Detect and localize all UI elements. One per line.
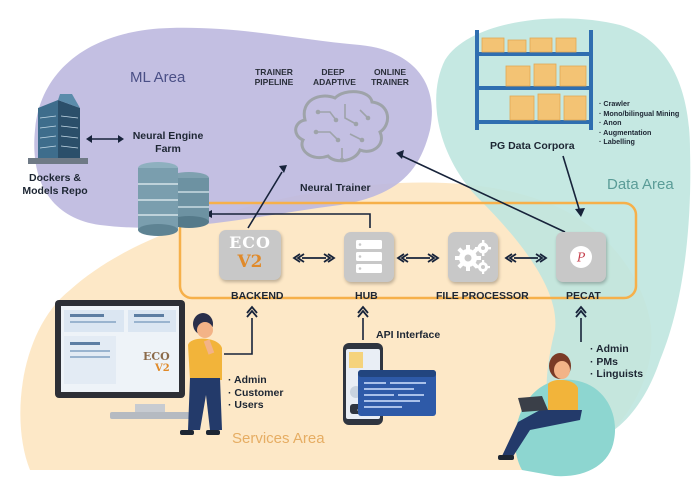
data-users-list: Admin PMs Linguists bbox=[590, 343, 643, 381]
data-area-title: Data Area bbox=[607, 176, 674, 193]
arrow-backend-trainer bbox=[247, 171, 283, 229]
arrow-user-backend bbox=[224, 318, 253, 355]
hub-node[interactable] bbox=[344, 232, 394, 282]
arrow-hub-farm bbox=[212, 213, 371, 228]
svg-text:P: P bbox=[576, 251, 586, 265]
pecat-node[interactable]: P bbox=[556, 232, 606, 282]
data-user-item: Admin bbox=[590, 343, 643, 356]
data-user-item: Linguists bbox=[590, 368, 643, 381]
eco-logo-line1: ECO bbox=[229, 233, 271, 252]
neural-trainer-label: Neural Trainer bbox=[300, 182, 371, 194]
data-tasks-list: Crawler Mono/bilingual Mining Anon Augme… bbox=[599, 99, 679, 147]
data-task-item: Anon bbox=[599, 118, 679, 128]
tag-trainer-pipeline: TRAINER PIPELINE bbox=[254, 67, 294, 87]
server-rack-icon bbox=[356, 240, 382, 273]
data-user-item: PMs bbox=[590, 356, 643, 369]
file-processor-label: FILE PROCESSOR bbox=[436, 290, 529, 302]
service-user-item: Customer bbox=[228, 387, 283, 400]
arrow-corpora-pecat bbox=[562, 155, 581, 213]
pipeline-border bbox=[178, 201, 638, 300]
ml-area-region bbox=[34, 27, 432, 228]
service-user-item: Admin bbox=[228, 374, 283, 387]
pecat-logo-icon: P bbox=[570, 246, 592, 268]
pecat-label: PECAT bbox=[566, 290, 601, 302]
data-task-item: Crawler bbox=[599, 99, 679, 109]
eco-logo-line2: V2 bbox=[237, 252, 263, 272]
api-interface-label: API Interface bbox=[376, 329, 441, 341]
backend-node[interactable]: ECO V2 bbox=[219, 230, 281, 280]
backend-label: BACKEND bbox=[231, 290, 284, 302]
service-users-list: Admin Customer Users bbox=[228, 374, 283, 412]
arrow-pecat-trainer bbox=[399, 154, 566, 233]
data-task-item: Augmentation bbox=[599, 128, 679, 138]
data-task-item: Mono/bilingual Mining bbox=[599, 109, 679, 119]
gears-icon bbox=[455, 240, 491, 274]
neural-engine-farm-label: Neural Engine Farm bbox=[132, 130, 204, 155]
tag-deep-adaptive: DEEP ADAPTIVE bbox=[313, 67, 356, 87]
data-task-item: Labelling bbox=[599, 137, 679, 147]
service-user-item: Users bbox=[228, 399, 283, 412]
services-area-title: Services Area bbox=[232, 430, 325, 447]
ml-area-title: ML Area bbox=[130, 69, 186, 86]
hub-label: HUB bbox=[355, 290, 378, 302]
pg-data-corpora-label: PG Data Corpora bbox=[490, 140, 575, 152]
dockers-repo-label: Dockers & Models Repo bbox=[22, 172, 88, 197]
file-processor-node[interactable] bbox=[448, 232, 498, 282]
tag-online-trainer: ONLINE TRAINER bbox=[371, 67, 409, 87]
